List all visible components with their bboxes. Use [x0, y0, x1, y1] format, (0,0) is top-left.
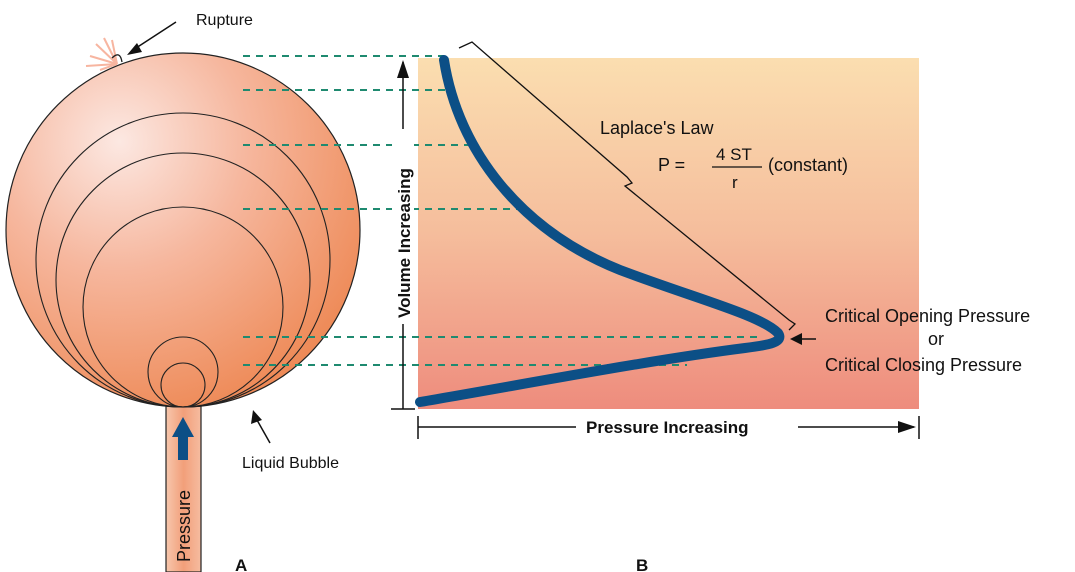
bubble-outer	[5, 52, 361, 408]
formula-suffix: (constant)	[768, 155, 848, 175]
rupture-arrow-icon	[127, 43, 142, 55]
critical-line-3: Critical Closing Pressure	[825, 355, 1022, 375]
y-axis-label: Volume Increasing	[395, 168, 414, 318]
critical-arrow-icon	[790, 333, 802, 345]
panel-b-letter: B	[636, 556, 648, 572]
critical-line-2: or	[928, 329, 944, 349]
y-axis-arrow-icon	[397, 60, 409, 78]
pressure-label: Pressure	[174, 490, 194, 562]
plot-background	[418, 58, 919, 409]
formula-denominator: r	[732, 173, 738, 192]
rupture-burst-icon	[85, 37, 118, 71]
panel-a: Pressure Rupture Liquid Bubble A	[5, 12, 361, 572]
critical-line-1: Critical Opening Pressure	[825, 306, 1030, 326]
formula-prefix: P =	[658, 155, 685, 175]
formula-numerator: 4 ST	[716, 145, 752, 164]
x-axis-label: Pressure Increasing	[586, 418, 749, 437]
law-title: Laplace's Law	[600, 118, 715, 138]
rupture-label: Rupture	[196, 12, 253, 29]
pressure-volume-curve	[415, 55, 785, 407]
laplace-bracket	[458, 41, 797, 331]
panel-b: Volume Increasing Pressure Increasing La…	[243, 41, 1030, 572]
bubble-ring-5	[160, 362, 206, 408]
panel-a-letter: A	[235, 556, 247, 572]
bubble-arrow-icon	[251, 410, 262, 424]
tube-arrow-icon	[172, 417, 194, 460]
x-axis-arrow-icon	[898, 421, 916, 433]
liquid-bubble-label: Liquid Bubble	[242, 455, 339, 472]
